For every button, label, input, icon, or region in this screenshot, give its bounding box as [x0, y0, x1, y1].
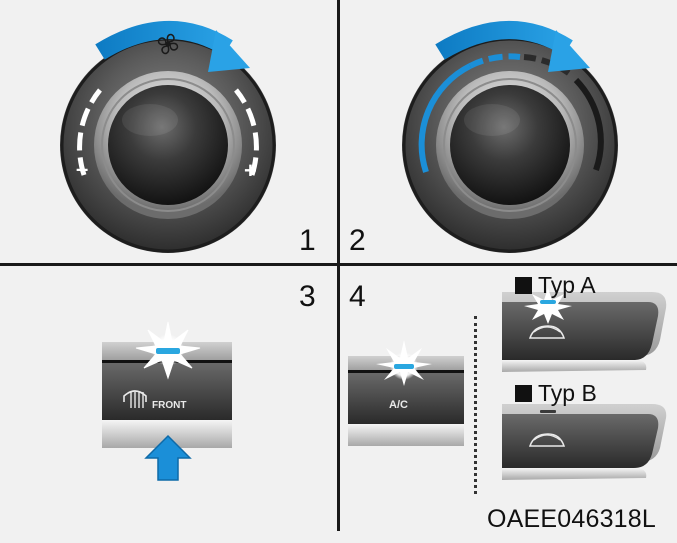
front-defrost-button: FRONT [102, 321, 232, 448]
typ-a-label: Typ A [515, 273, 596, 297]
typ-a-text: Typ A [538, 272, 596, 298]
front-button-label: FRONT [152, 400, 186, 411]
figure-code: OAEE046318L [487, 505, 656, 533]
rear-defrost-icon [123, 390, 147, 408]
indicator-led [156, 348, 180, 354]
fan-speed-knob [60, 21, 276, 253]
plus-label: + [244, 158, 257, 183]
ac-button: A/C [348, 340, 464, 446]
fan-icon [157, 33, 179, 55]
square-bullet-icon [515, 277, 532, 294]
temperature-knob [402, 21, 618, 253]
typ-b-label: Typ B [515, 381, 597, 405]
recirculation-button-typ-b [502, 404, 667, 480]
glow-icon [376, 340, 432, 386]
panel-number-1: 1 [299, 224, 316, 257]
minus-label: – [76, 156, 88, 181]
horizontal-divider [0, 263, 677, 266]
panel-number-3: 3 [299, 280, 316, 313]
ac-button-label: A/C [389, 399, 408, 411]
recirculation-car-icon [528, 325, 566, 339]
panel-number-4: 4 [349, 280, 366, 313]
indicator-led-off [540, 410, 556, 413]
recirculation-button-typ-a [502, 288, 667, 372]
recirculation-car-icon [528, 433, 566, 447]
indicator-led [394, 364, 414, 369]
arrow-icon [144, 434, 192, 481]
panel-number-2: 2 [349, 224, 366, 257]
glow-icon [524, 288, 572, 324]
dotted-separator [474, 316, 477, 494]
indicator-led [540, 300, 556, 304]
square-bullet-icon [515, 385, 532, 402]
typ-b-text: Typ B [538, 380, 597, 406]
